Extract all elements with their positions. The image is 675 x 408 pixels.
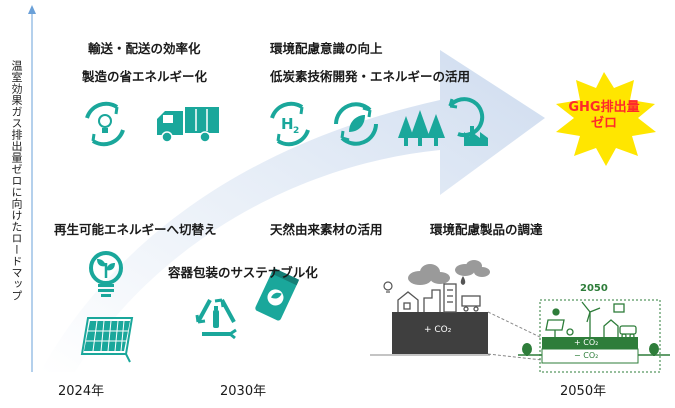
- recycle-bottle-icon: [195, 298, 237, 340]
- package-pouch-icon: [255, 267, 300, 321]
- co2-emission-label-future: + CO₂: [574, 338, 599, 347]
- goal-burst: [556, 72, 656, 166]
- co2-emission-label-current: + CO₂: [424, 325, 452, 335]
- goal-line-1: GHG排出量: [568, 100, 640, 115]
- label-sustainable-packaging: 容器包装のサステナブル化: [168, 265, 318, 280]
- svg-text:H: H: [281, 115, 294, 133]
- current-city-illustration: [370, 260, 543, 361]
- forest-factory-icon: [398, 97, 488, 146]
- vertical-axis-arrowhead: [28, 5, 36, 14]
- year-2050: 2050年: [560, 384, 607, 399]
- label-environmental-awareness: 環境配慮意識の向上: [270, 41, 383, 56]
- eco-lightbulb-icon: [89, 251, 123, 297]
- year-badge-2050: 2050: [580, 283, 608, 294]
- goal-line-2: ゼロ: [590, 116, 617, 131]
- year-2024: 2024年: [58, 384, 105, 399]
- label-natural-materials: 天然由来素材の活用: [270, 222, 383, 237]
- label-renewable-energy: 再生可能エネルギーへ切替え: [54, 222, 217, 237]
- label-low-carbon-tech: 低炭素技術開発・エネルギーの活用: [270, 69, 471, 84]
- year-2030: 2030年: [220, 384, 267, 399]
- label-manufacturing-energy: 製造の省エネルギー化: [82, 69, 208, 84]
- hydrogen-cycle-icon: H 2: [270, 101, 310, 147]
- truck-icon: [157, 107, 219, 143]
- leaf-cycle-icon: [334, 102, 378, 146]
- label-green-procurement: 環境配慮製品の調達: [430, 222, 543, 237]
- goal-text: GHG排出量 ゼロ: [544, 100, 664, 132]
- vertical-axis-label: 温室効果ガス排出量ゼロに向けたロードマップ: [10, 60, 23, 302]
- solar-panel-icon: [80, 317, 134, 363]
- lightbulb-cycle-icon: [85, 101, 125, 147]
- co2-absorption-label-future: − CO₂: [574, 351, 599, 360]
- svg-text:2: 2: [293, 126, 299, 136]
- future-city-illustration: [518, 299, 670, 373]
- label-transport-efficiency: 輸送・配送の効率化: [88, 41, 201, 56]
